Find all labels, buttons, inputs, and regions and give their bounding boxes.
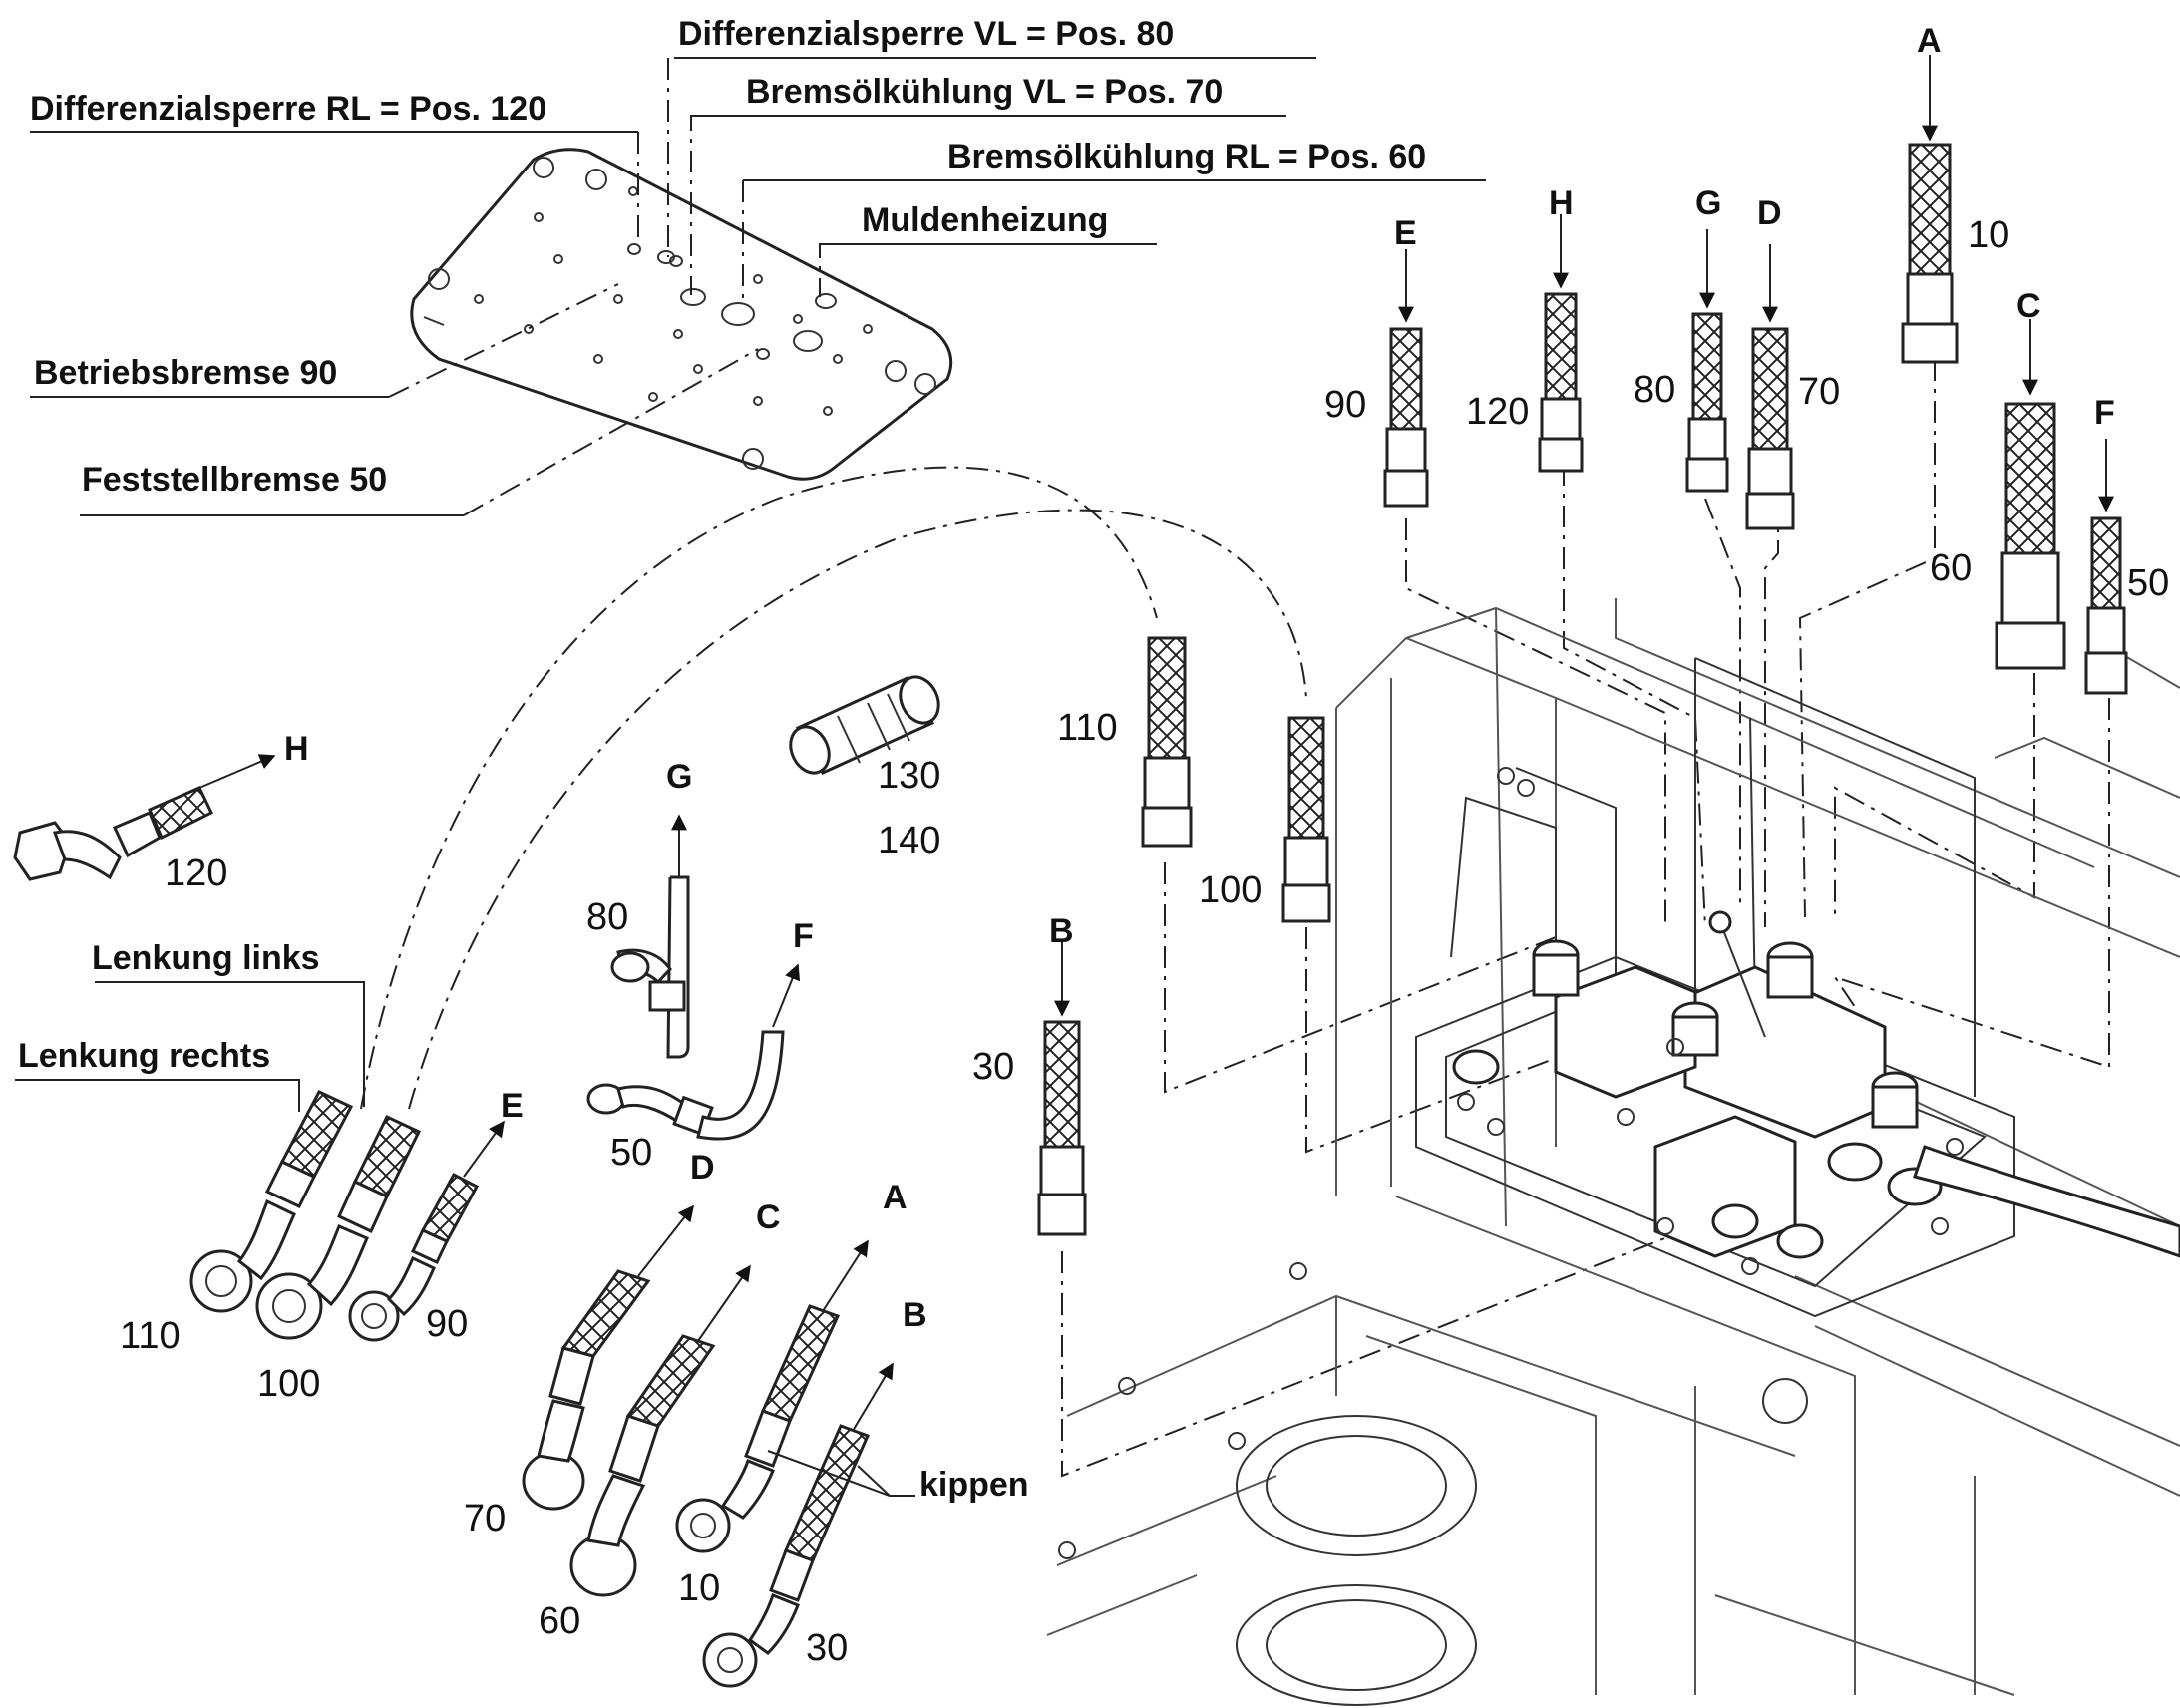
plate-callouts: Differenzialsperre VL = Pos. 80 Differen… <box>30 15 1486 516</box>
hose-100 <box>1281 716 1331 923</box>
label-diff-vl: Differenzialsperre VL = Pos. 80 <box>678 15 1174 53</box>
number-labels: 10 60 50 70 80 120 90 110 100 30 120 130… <box>120 214 2169 1669</box>
letter-a-left: A <box>883 1179 908 1216</box>
label-feststellbremse: Feststellbremse 50 <box>82 461 387 499</box>
hose-110 <box>1141 636 1193 848</box>
hose-100-lower <box>255 1115 422 1340</box>
hose-50-f <box>2084 516 2128 695</box>
hose-120-elbow <box>13 786 213 881</box>
label-lenkung-links: Lenkung links <box>92 939 320 977</box>
num-140: 140 <box>878 820 940 861</box>
label-diff-rl: Differenzialsperre RL = Pos. 120 <box>30 90 546 128</box>
hose-10-a <box>1901 143 1959 364</box>
letter-b-left: B <box>903 1296 927 1334</box>
num-120-left: 120 <box>165 853 227 894</box>
num-10-left: 10 <box>678 1567 720 1609</box>
num-120-top: 120 <box>1466 391 1529 433</box>
letter-g-top: G <box>1695 184 1721 222</box>
hose-80-g <box>1685 312 1729 493</box>
label-muldenheizung: Muldenheizung <box>862 201 1108 239</box>
letter-d-left: D <box>690 1149 715 1187</box>
letter-g-left: G <box>666 758 692 796</box>
letter-b-mid: B <box>1049 912 1074 950</box>
hose-90-e <box>1383 327 1429 508</box>
num-70-left: 70 <box>464 1498 506 1539</box>
num-90-left: 90 <box>426 1303 468 1345</box>
routing-lines <box>360 359 2110 1478</box>
num-60-left: 60 <box>539 1600 580 1642</box>
hose-60-lower <box>569 1334 716 1597</box>
label-kippen: kippen <box>919 1466 1029 1504</box>
num-80-top: 80 <box>1634 369 1675 411</box>
num-60-top: 60 <box>1930 547 1972 589</box>
num-30-mid: 30 <box>972 1046 1014 1088</box>
letter-d-top: D <box>1757 194 1782 232</box>
num-90-top: 90 <box>1324 384 1366 426</box>
num-70-top: 70 <box>1798 371 1840 413</box>
hose-90-lower <box>348 1172 480 1342</box>
hose-70-lower <box>522 1269 651 1511</box>
letter-f-top: F <box>2094 394 2115 432</box>
label-lenkung-rechts: Lenkung rechts <box>18 1037 270 1075</box>
machine-frame <box>1046 598 2180 1706</box>
hose-60-c <box>1995 402 2066 670</box>
num-100-mid: 100 <box>1199 869 1262 911</box>
coupling-130-140 <box>789 675 940 775</box>
num-50-left: 50 <box>610 1132 652 1174</box>
side-labels: Lenkung links Lenkung rechts kippen <box>18 939 1029 1504</box>
mounting-plate <box>410 148 953 481</box>
hose-110-lower <box>189 1090 354 1313</box>
letter-labels: A C F D G H E B H G F E D C A B <box>284 22 2115 1334</box>
num-50-top: 50 <box>2127 562 2169 604</box>
letter-f-left: F <box>793 917 814 955</box>
letter-a-top: A <box>1917 22 1942 60</box>
letter-h-top: H <box>1549 184 1574 222</box>
num-110-left: 110 <box>120 1315 181 1357</box>
num-110-mid: 110 <box>1057 707 1118 749</box>
num-130: 130 <box>878 755 940 797</box>
num-80-left: 80 <box>586 896 628 938</box>
lower-leaders <box>15 981 915 1497</box>
hose-30-lower <box>702 1424 871 1688</box>
hose-70-d <box>1745 327 1795 530</box>
label-betriebsbremse: Betriebsbremse 90 <box>34 354 337 392</box>
label-brems-rl: Bremsölkühlung RL = Pos. 60 <box>947 138 1426 175</box>
hose-80-lower <box>610 875 690 1059</box>
hose-10-lower <box>675 1304 841 1553</box>
num-30-left: 30 <box>806 1627 848 1669</box>
hose-50-lower <box>586 1030 785 1141</box>
hose-120-h <box>1538 292 1584 473</box>
letter-c-top: C <box>2016 287 2041 325</box>
num-100-left: 100 <box>257 1363 320 1405</box>
connection-arrows <box>198 55 2114 1432</box>
num-10-top: 10 <box>1968 214 2009 256</box>
letter-e-top: E <box>1394 214 1417 252</box>
letter-h-left: H <box>284 730 309 768</box>
hose-30-b <box>1037 1020 1087 1236</box>
letter-e-left: E <box>501 1087 524 1125</box>
letter-c-left: C <box>756 1198 781 1236</box>
label-brems-vl: Bremsölkühlung VL = Pos. 70 <box>746 73 1223 111</box>
